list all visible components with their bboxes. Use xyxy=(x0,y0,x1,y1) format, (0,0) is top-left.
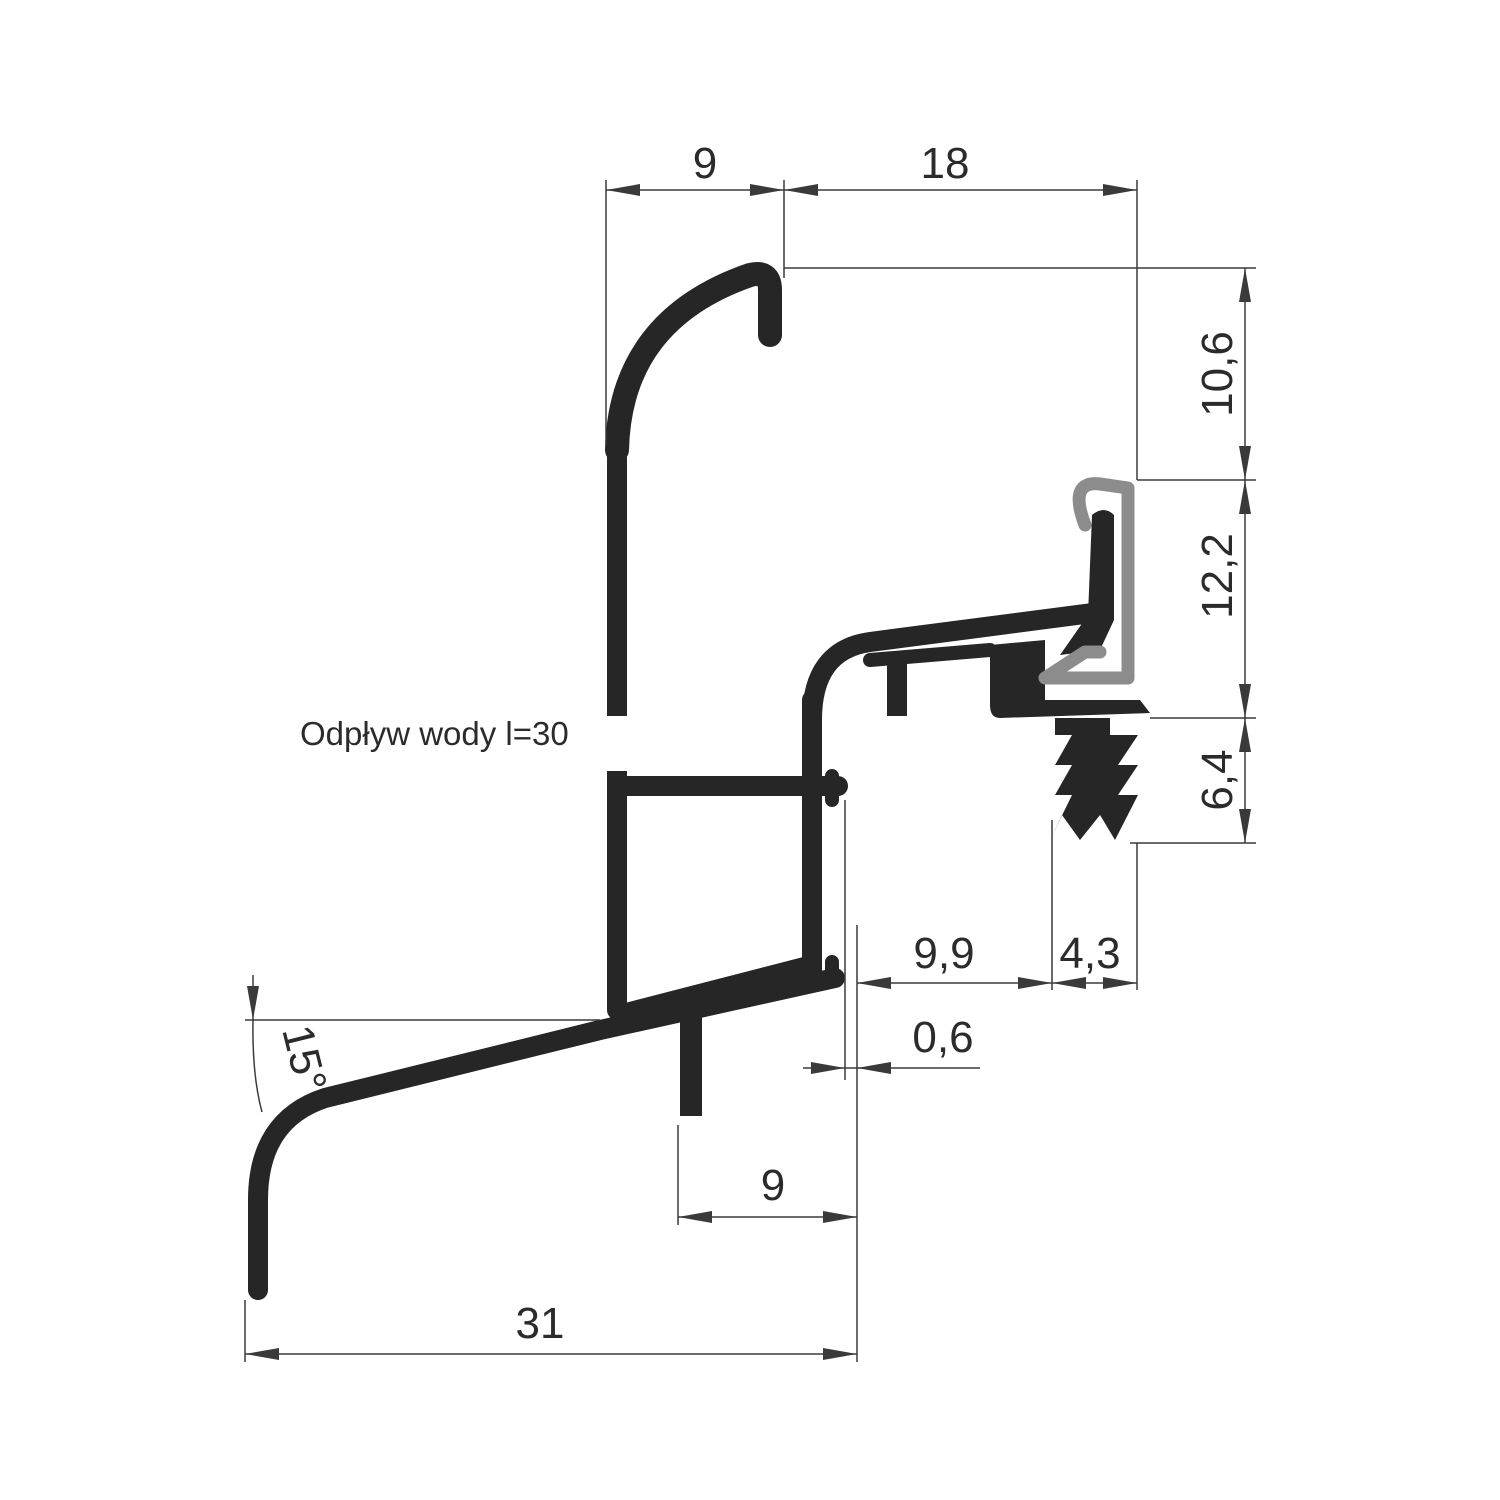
dim-total-width: 31 xyxy=(516,1299,565,1348)
dim-right-lower: 6,4 xyxy=(1193,749,1242,810)
dim-right-middle: 12,2 xyxy=(1193,533,1242,619)
dim-teeth: 4,3 xyxy=(1059,929,1120,978)
right-post xyxy=(1060,510,1114,655)
dim-gap: 9,9 xyxy=(913,929,974,978)
dim-top-left: 9 xyxy=(693,139,717,188)
small-fin xyxy=(887,652,907,716)
gasket-seat xyxy=(990,640,1150,718)
fir-tree-teeth xyxy=(1050,718,1138,840)
aluminium-profile xyxy=(248,262,1150,1300)
lower-sill xyxy=(248,968,845,1300)
dim-right-upper: 10,6 xyxy=(1193,331,1242,417)
dim-leg-offset: 9 xyxy=(761,1161,785,1210)
dim-angle: 15° xyxy=(272,1020,336,1096)
dimension-lines xyxy=(244,180,1256,1362)
upper-curve xyxy=(802,602,1110,730)
dim-top-right: 18 xyxy=(921,139,970,188)
top-hook xyxy=(605,262,782,462)
dim-small-offset: 0,6 xyxy=(912,1013,973,1062)
lower-fin xyxy=(680,1008,702,1116)
water-drain-label: Odpływ wody l=30 xyxy=(300,715,569,752)
drain-slot xyxy=(606,716,630,771)
gasket xyxy=(1038,477,1135,685)
